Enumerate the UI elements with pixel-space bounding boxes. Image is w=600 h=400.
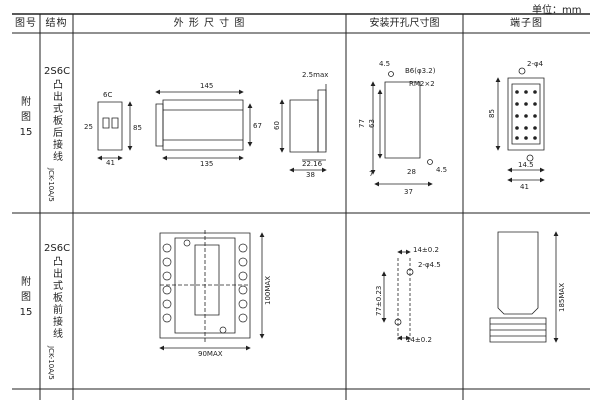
dim-85-terminal: 85 (488, 109, 496, 118)
dim-185max: 185MAX (558, 283, 566, 312)
side-view-drawing (155, 89, 253, 161)
front-panel-drawing (159, 230, 265, 351)
mounting-holes-drawing (381, 249, 414, 341)
dim-b6: B6(φ3.2) (405, 67, 436, 75)
dim-7: 7 (369, 170, 373, 178)
row1-code: 2S6C (44, 66, 71, 77)
dim-4-5-right: 4.5 (436, 166, 447, 174)
header-mounting: 安装开孔尺寸图 (369, 18, 440, 29)
dim-2-phi4-5: 2-φ4.5 (418, 261, 441, 269)
dim-100max: 100MAX (264, 276, 272, 305)
header-fig-no: 图号 (15, 18, 37, 29)
dim-145: 145 (200, 82, 213, 90)
dim-2-phi4: 2-φ4 (527, 60, 544, 68)
dim-90max: 90MAX (198, 350, 223, 358)
rear-view-drawing (279, 84, 327, 173)
row1-drawings: 6C 25 85 41 145 135 67 2.5max 60 22.16 3… (84, 60, 545, 196)
end-view-drawing (97, 101, 133, 161)
row2-fig-no: 附 图 15 (19, 277, 33, 318)
header-structure: 结构 (45, 18, 68, 29)
dim-135: 135 (200, 160, 213, 168)
header-terminal: 端子图 (510, 18, 543, 29)
row2-drawings: 100MAX 90MAX 14±0.2 2-φ4.5 77±0.23 14±0.… (159, 230, 566, 358)
terminal-side-drawing (489, 231, 559, 343)
dim-41-terminal: 41 (520, 183, 529, 191)
row2-code: 2S6C (44, 243, 71, 254)
dim-14-5: 14.5 (518, 161, 534, 169)
dim-37: 37 (404, 188, 413, 196)
dim-25: 25 (84, 123, 93, 131)
dim-14-bottom: 14±0.2 (406, 336, 432, 344)
dim-rm2x2: RM2×2 (409, 80, 435, 88)
dim-85: 85 (133, 124, 142, 132)
dim-77-tol: 77±0.23 (375, 286, 383, 316)
row2-desc: 凸 出 式 板 前 接 线 (53, 257, 63, 340)
dim-63: 63 (368, 119, 376, 128)
dim-14-top: 14±0.2 (413, 246, 439, 254)
header-outline: 外 形 尺 寸 图 (173, 18, 246, 29)
dim-2-5max: 2.5max (302, 71, 328, 79)
row1-desc: 凸 出 式 板 后 接 线 (53, 80, 63, 163)
dim-77: 77 (358, 119, 366, 128)
mounting-cutout-drawing (370, 71, 433, 187)
dim-6c: 6C (103, 91, 112, 99)
dim-28: 28 (407, 168, 416, 176)
terminal-view-drawing (495, 67, 545, 183)
dim-22-16: 22.16 (302, 160, 323, 168)
dim-41: 41 (106, 159, 115, 167)
dim-60: 60 (273, 121, 281, 130)
dim-4-5-top: 4.5 (379, 60, 390, 68)
dim-67: 67 (253, 122, 262, 130)
unit-label: 单位：mm (532, 5, 582, 16)
row1-fig-no: 附 图 15 (19, 97, 33, 138)
dim-38: 38 (306, 171, 315, 179)
